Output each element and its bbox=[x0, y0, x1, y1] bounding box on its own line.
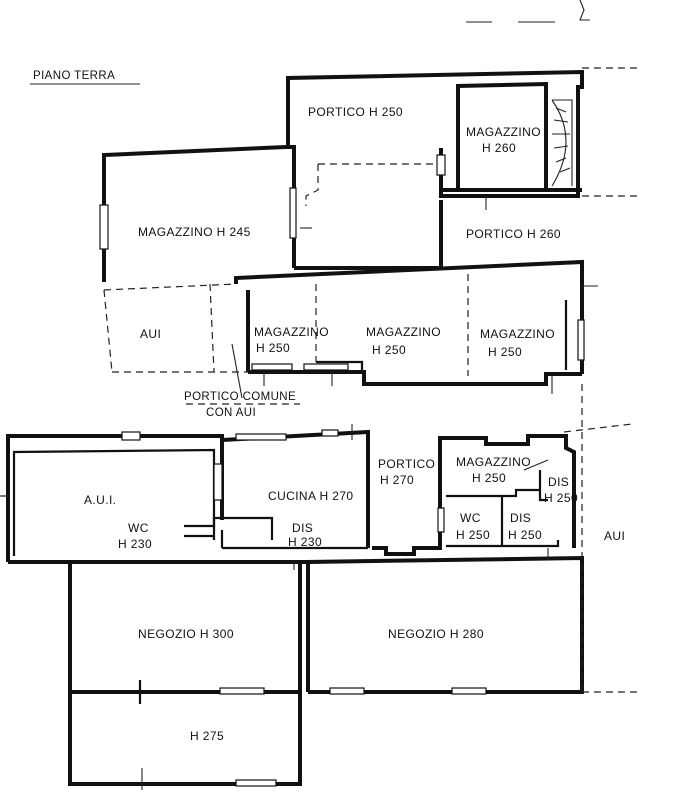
label-dis-right-top-b: H 250 bbox=[544, 491, 578, 505]
stairs bbox=[551, 99, 573, 187]
label-wc-left-b: H 230 bbox=[118, 537, 152, 551]
label-magazzino-260-a: MAGAZZINO bbox=[466, 125, 541, 139]
label-dis-right-a: DIS bbox=[510, 511, 531, 525]
label-magazzino-e-a: MAGAZZINO bbox=[480, 327, 555, 341]
plan-title: PIANO TERRA bbox=[33, 70, 115, 82]
label-cucina: CUCINA H 270 bbox=[268, 489, 354, 503]
label-dis-left-a: DIS bbox=[292, 521, 313, 535]
label-magazzino-245: MAGAZZINO H 245 bbox=[138, 225, 251, 239]
label-magazzino-e-b: H 250 bbox=[488, 345, 522, 359]
label-aui-right: AUI bbox=[604, 529, 625, 543]
upper-dashed-lines bbox=[103, 67, 640, 405]
label-magazzino-c-a: MAGAZZINO bbox=[366, 325, 441, 339]
label-magazzino-w-a: MAGAZZINO bbox=[254, 325, 329, 339]
label-h275: H 275 bbox=[190, 729, 224, 743]
label-dis-right-b: H 250 bbox=[508, 528, 542, 542]
label-aui-lower: A.U.I. bbox=[84, 493, 116, 507]
label-wc-left-a: WC bbox=[128, 521, 149, 535]
lower-dashed-lines bbox=[0, 384, 640, 693]
lower-openings bbox=[121, 424, 549, 790]
label-portico-comune-a: PORTICO COMUNE bbox=[184, 391, 296, 403]
label-portico-260: PORTICO H 260 bbox=[466, 227, 561, 241]
label-negozio-300: NEGOZIO H 300 bbox=[138, 627, 234, 641]
corner-marks bbox=[466, 0, 590, 23]
label-dis-left-b: H 230 bbox=[288, 535, 322, 549]
label-magazzino-r-a: MAGAZZINO bbox=[456, 455, 531, 469]
label-wc-right-b: H 250 bbox=[456, 528, 490, 542]
label-portico-270-b: H 270 bbox=[380, 473, 414, 487]
label-portico-270-a: PORTICO bbox=[378, 457, 435, 471]
label-magazzino-w-b: H 250 bbox=[256, 341, 290, 355]
label-aui-left: AUI bbox=[140, 327, 161, 341]
label-portico-comune-b: CON AUI bbox=[206, 407, 256, 419]
room-labels: PORTICO H 250 MAGAZZINO H 260 MAGAZZINO … bbox=[84, 105, 625, 743]
label-magazzino-260-b: H 260 bbox=[482, 141, 516, 155]
label-dis-right-top-a: DIS bbox=[548, 475, 569, 489]
label-magazzino-r-b: H 250 bbox=[472, 471, 506, 485]
label-portico-top: PORTICO H 250 bbox=[308, 105, 403, 119]
upper-building-walls bbox=[102, 69, 584, 386]
label-wc-right-a: WC bbox=[460, 511, 481, 525]
upper-openings bbox=[99, 154, 598, 399]
label-negozio-280: NEGOZIO H 280 bbox=[388, 627, 484, 641]
label-magazzino-c-b: H 250 bbox=[372, 343, 406, 357]
